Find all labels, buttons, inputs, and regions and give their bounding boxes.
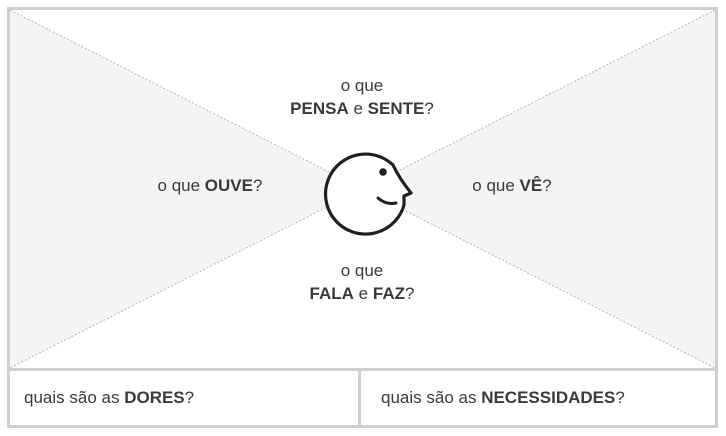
thinks-feels-prefix: o que — [340, 76, 384, 95]
says-does-prefix: o que — [340, 261, 384, 280]
needs-box: quais são as NECESSIDADES? — [361, 371, 715, 425]
sees-prefix: o que — [472, 176, 520, 195]
face-outline — [323, 152, 413, 236]
pains-box: quais são as DORES? — [10, 371, 361, 425]
hears-label: o que OUVE? — [110, 174, 310, 197]
sees-label: o que VÊ? — [412, 174, 612, 197]
pains-suffix: ? — [184, 388, 195, 407]
does-term: FAZ — [372, 284, 405, 303]
smiling-face-profile-icon — [323, 152, 413, 236]
face-smile — [376, 196, 398, 205]
face-eye — [379, 168, 387, 176]
thinks-feels-suffix: ? — [424, 99, 434, 118]
thinks-feels-label: o que PENSA e SENTE? — [262, 74, 462, 120]
needs-suffix: ? — [615, 388, 625, 407]
hears-term: OUVE — [204, 176, 253, 195]
feels-term: SENTE — [367, 99, 425, 118]
thinks-term: PENSA — [290, 99, 349, 118]
empathy-map-diagram: o que PENSA e SENTE? o que OUVE? o que V… — [10, 10, 715, 371]
sees-suffix: ? — [542, 176, 552, 195]
needs-prefix: quais são as — [381, 388, 482, 407]
diagram-background — [10, 10, 715, 368]
pains-term: DORES — [124, 388, 185, 407]
hears-suffix: ? — [252, 176, 263, 195]
says-does-question: FALA e FAZ? — [262, 282, 462, 305]
left-quadrant-fill — [10, 10, 362, 368]
sees-term: VÊ — [519, 176, 543, 195]
thinks-feels-question: PENSA e SENTE? — [262, 97, 462, 120]
empathy-map-board: o que PENSA e SENTE? o que OUVE? o que V… — [7, 7, 718, 428]
hears-prefix: o que — [157, 176, 205, 195]
says-term: FALA — [309, 284, 354, 303]
pains-prefix: quais são as — [24, 388, 125, 407]
says-does-label: o que FALA e FAZ? — [262, 259, 462, 305]
right-quadrant-fill — [362, 10, 715, 368]
thinks-feels-conjunction: e — [353, 99, 363, 118]
pains-needs-row: quais são as DORES? quais são as NECESSI… — [10, 371, 715, 425]
says-does-suffix: ? — [404, 284, 415, 303]
says-does-conjunction: e — [358, 284, 369, 303]
needs-term: NECESSIDADES — [481, 388, 616, 407]
